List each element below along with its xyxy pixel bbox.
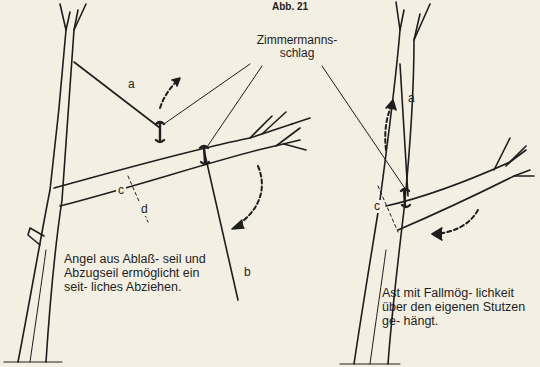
- cut-letter: c: [116, 184, 126, 197]
- cut-letter: c: [372, 200, 382, 213]
- rope-letter: b: [244, 266, 251, 279]
- figure-title: Abb. 21: [272, 1, 308, 12]
- rope-letter: a: [408, 92, 415, 105]
- rope-letter: a: [128, 78, 135, 91]
- caption-text: Angel aus Ablaß- seil und Abzugseil ermö…: [64, 252, 214, 294]
- cut-letter: d: [139, 203, 150, 216]
- knot-label: Zimmermanns- schlag: [250, 34, 344, 61]
- caption-text: Ast mit Fallmög- lichkeit über den eigen…: [382, 286, 532, 328]
